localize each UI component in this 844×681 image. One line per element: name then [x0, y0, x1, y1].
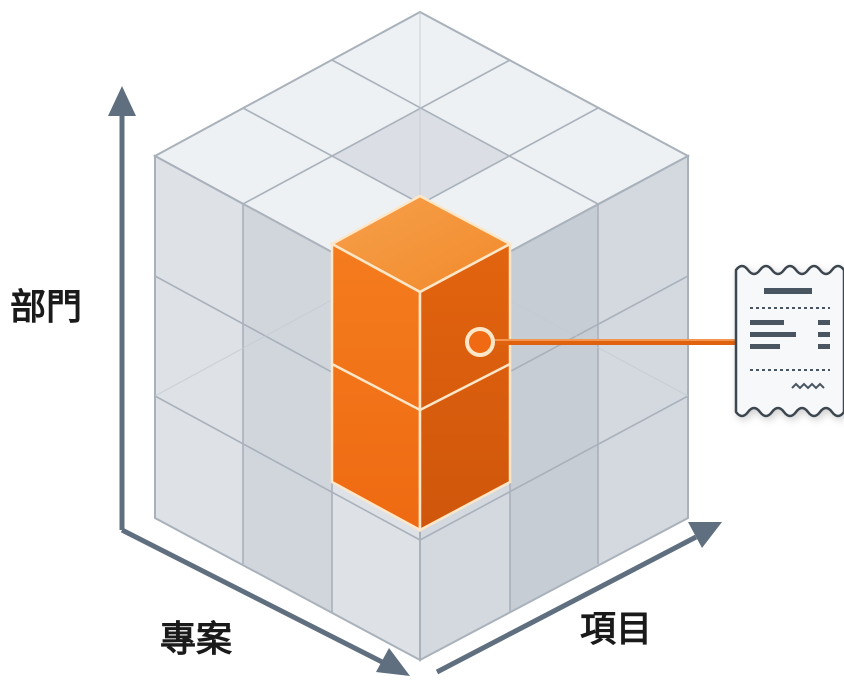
inner-shadow-right	[510, 204, 598, 612]
receipt-icon	[734, 264, 844, 418]
horizontal-axis	[435, 534, 698, 675]
axis-label-item: 項目	[580, 609, 653, 650]
cell-connector	[465, 327, 738, 357]
axis-label-department: 部門	[10, 287, 83, 328]
axes	[108, 86, 722, 676]
connector-node	[465, 327, 495, 357]
depth-axis-arrow	[376, 648, 410, 676]
inner-shadow-left	[243, 204, 332, 612]
highlighted-cell-column	[329, 194, 513, 533]
depth-axis	[120, 527, 388, 667]
highlight-cell-divider	[331, 362, 511, 412]
horizontal-axis-arrow	[688, 522, 722, 548]
vertical-axis-arrow	[108, 86, 136, 116]
axis-label-project: 專案	[160, 619, 233, 660]
